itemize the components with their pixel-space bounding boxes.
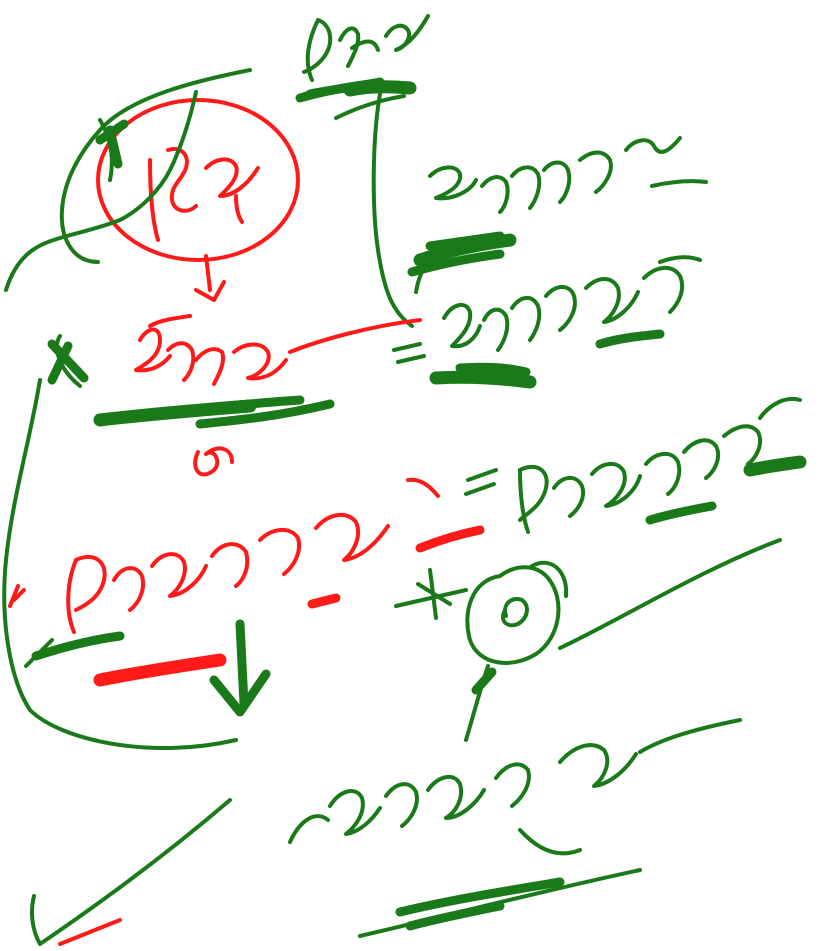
green-circle-group	[464, 538, 782, 742]
word-right-lower	[464, 397, 802, 534]
bracket-left	[2, 378, 238, 751]
arrow-down-1	[194, 254, 226, 302]
scribble-right-top	[407, 231, 517, 294]
word-bottom	[288, 718, 742, 856]
green-loop-strokes	[4, 68, 252, 292]
underline-right-middle	[429, 329, 665, 389]
underline-lower-left	[24, 593, 341, 717]
equals-sign	[392, 342, 426, 364]
scribble-right-lower	[645, 455, 807, 525]
circled-word-group	[96, 98, 300, 262]
underline-middle-left	[47, 334, 335, 429]
word-right-middle	[442, 255, 702, 352]
word-lower-left	[8, 477, 485, 634]
word-circled	[148, 147, 260, 242]
small-mark-red	[193, 446, 234, 477]
word-middle-left	[134, 314, 422, 386]
word-top	[295, 14, 430, 120]
arrow-to-circle	[394, 568, 468, 620]
word-right-top	[428, 136, 708, 214]
underline-bottom	[358, 868, 642, 938]
bracket-right-top	[371, 92, 414, 328]
bottom-left-red-tick	[58, 918, 122, 946]
bottom-left-stroke	[30, 798, 232, 946]
